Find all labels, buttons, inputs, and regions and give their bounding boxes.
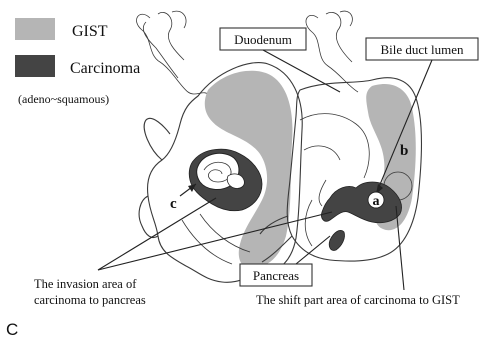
right-carcinoma-region [321, 182, 401, 223]
svg-text:a: a [373, 194, 380, 209]
region-label-c: c [170, 184, 196, 212]
legend-carcinoma-sublabel: (adeno~squamous) [18, 92, 109, 106]
shift-area-label: The shift part area of carcinoma to GIST [256, 293, 460, 307]
right-inner-lines [300, 114, 369, 246]
invasion-label-line1: The invasion area of [34, 277, 137, 291]
left-specimen [137, 11, 303, 282]
legend-carcinoma-swatch [15, 55, 55, 77]
region-label-b: b [400, 143, 408, 159]
right-vessel-coil [306, 11, 358, 92]
left-outer-flap [139, 118, 170, 237]
left-vessel-coil [137, 11, 210, 96]
panel-label: C [6, 320, 18, 339]
callout-bile-duct-label: Bile duct lumen [380, 42, 464, 57]
callout-pancreas-label: Pancreas [253, 268, 299, 283]
legend-gist-label: GIST [72, 23, 108, 40]
right-carcinoma-tail [329, 230, 344, 250]
svg-text:c: c [170, 196, 177, 212]
invasion-label-line2: carcinoma to pancreas [34, 293, 146, 307]
legend-carcinoma-label: Carcinoma [70, 60, 140, 77]
legend: GIST Carcinoma (adeno~squamous) [15, 18, 140, 106]
left-vessel-coil-inner [143, 22, 178, 78]
callout-duodenum-label: Duodenum [234, 32, 292, 47]
legend-gist-swatch [15, 18, 55, 40]
